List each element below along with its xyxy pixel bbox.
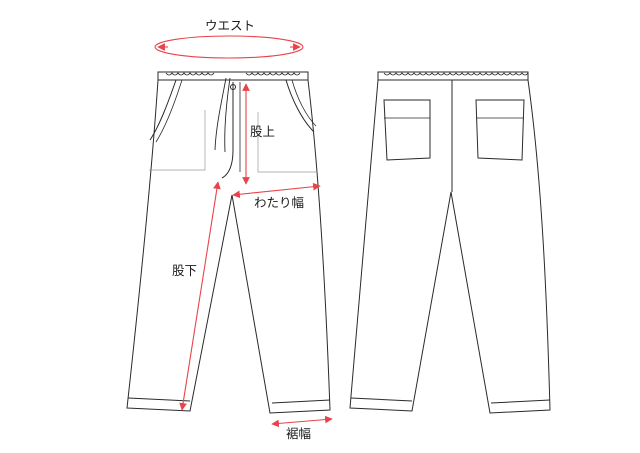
- hem-width-label: 裾幅: [286, 426, 312, 441]
- front-outline: [126, 79, 331, 414]
- front-hem-left: [127, 397, 191, 402]
- drawstring: [214, 77, 231, 153]
- back-outline: [349, 79, 551, 414]
- waist-measure-ellipse: [154, 35, 304, 59]
- front-pocket-right-stitch: [291, 79, 317, 127]
- inseam-label: 股下: [172, 263, 198, 278]
- thigh-width-measure-line: [232, 182, 321, 199]
- hem-width-measure-line: [271, 415, 333, 428]
- front-pocket-bag-right: [257, 112, 318, 173]
- thigh-width-label: わたり幅: [254, 195, 305, 210]
- front-pocket-bag-left: [149, 110, 206, 171]
- back-waistband-gathers: [383, 72, 529, 76]
- front-hem-right: [271, 399, 331, 404]
- back-pocket-right: [475, 99, 525, 161]
- back-pants: [349, 71, 551, 414]
- inseam-measure-line: [179, 181, 221, 411]
- back-hem-left: [350, 397, 413, 402]
- waist-label: ウエスト: [205, 18, 256, 33]
- rise-label: 股上: [250, 124, 276, 139]
- front-pocket-left-stitch: [155, 79, 183, 143]
- back-waistband: [377, 71, 529, 81]
- back-hem-right: [490, 399, 551, 404]
- front-pants: [126, 71, 331, 414]
- front-pocket-left: [149, 79, 177, 141]
- measurements: [154, 35, 333, 428]
- back-pocket-left: [383, 99, 431, 161]
- front-waistband: [157, 71, 309, 81]
- front-fly: [221, 82, 234, 179]
- drawstring-eyelet: [230, 84, 236, 90]
- front-pocket-right: [285, 79, 315, 133]
- front-waistband-gathers: [165, 72, 301, 76]
